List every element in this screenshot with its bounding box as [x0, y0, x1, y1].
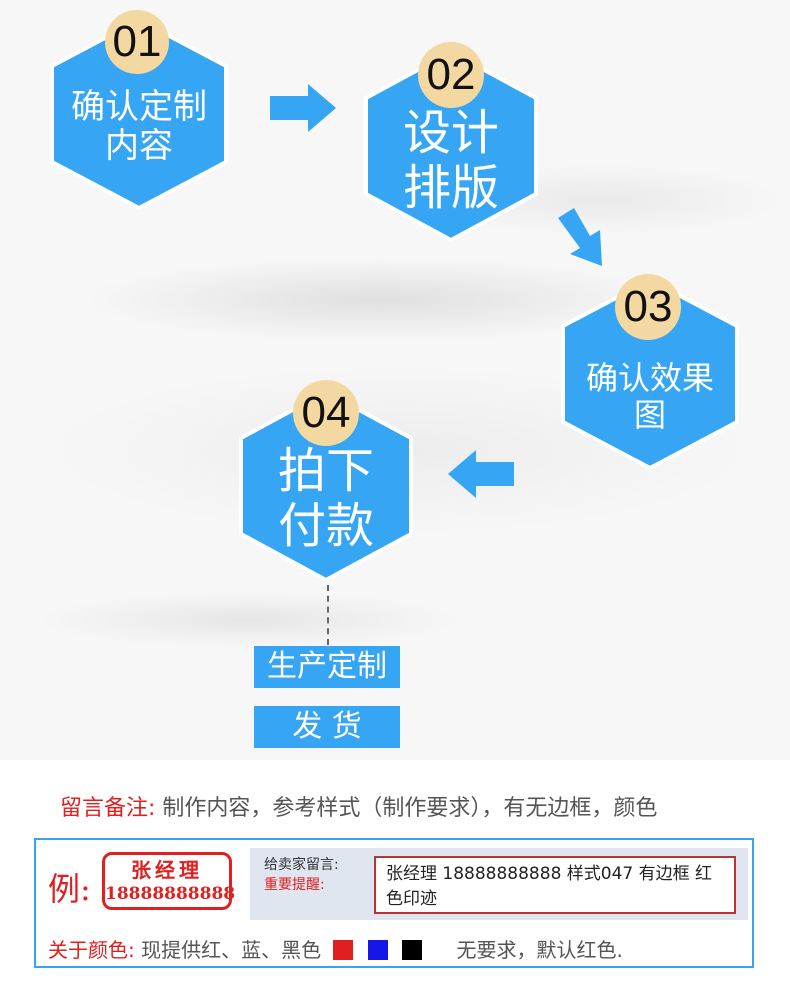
step-number: 03: [615, 274, 681, 340]
ship-bar: 发 货: [254, 706, 400, 748]
arrow-right-icon: [270, 84, 336, 132]
step-number: 02: [418, 42, 484, 108]
step-label: 拍下 付款: [277, 443, 374, 555]
colors-text: 现提供红、蓝、黑色: [141, 938, 322, 962]
message-input[interactable]: 张经理 18888888888 样式047 有边框 红色印迹: [374, 856, 736, 914]
step-number: 04: [293, 380, 359, 446]
produce-bar: 生产定制: [254, 646, 400, 688]
step-label: 确认效果 图: [585, 359, 714, 434]
step-number: 01: [105, 10, 169, 74]
example-label: 例:: [48, 870, 91, 908]
stamp-phone: 18888888888: [105, 884, 236, 904]
step-02: 02 设计 排版: [358, 42, 544, 246]
hexagon-shape: [239, 390, 413, 582]
stamp-name: 张经理: [131, 858, 203, 882]
note-label: 留言备注:: [60, 796, 156, 821]
note-line: 留言备注: 制作内容，参考样式（制作要求），有无边框，颜色: [60, 790, 657, 822]
hexagon-shape: [561, 278, 739, 470]
step-04: 04 拍下 付款: [233, 380, 419, 586]
note-text: 制作内容，参考样式（制作要求），有无边框，颜色: [162, 796, 658, 821]
hexagon-shape: [50, 18, 228, 210]
step-label: 设计 排版: [402, 105, 499, 217]
stamp-sample: 张经理 18888888888: [102, 852, 236, 910]
default-text: 无要求，默认红色.: [456, 938, 623, 962]
blue-swatch: [367, 940, 388, 960]
example-box: 例: 张经理 18888888888 给卖家留言: 重要提醒: 张经理 1888…: [34, 838, 754, 968]
step-01: 01 确认定制 内容: [44, 10, 234, 214]
color-line: 关于颜色: 现提供红、蓝、黑色 无要求，默认红色.: [48, 934, 623, 963]
step-03: 03 确认效果 图: [555, 274, 745, 474]
arrow-down-right-icon: [558, 208, 602, 266]
message-reminder: 重要提醒:: [264, 877, 325, 893]
hexagon-shape: [364, 50, 538, 242]
message-title: 给卖家留言:: [264, 857, 339, 873]
dashed-connector: [327, 585, 329, 645]
colors-label: 关于颜色:: [48, 938, 135, 962]
arrow-left-icon: [448, 450, 514, 498]
step-label: 确认定制 内容: [71, 87, 207, 167]
black-swatch: [402, 940, 423, 960]
red-swatch: [333, 940, 354, 960]
message-panel: 给卖家留言: 重要提醒: 张经理 18888888888 样式047 有边框 红…: [250, 848, 748, 920]
